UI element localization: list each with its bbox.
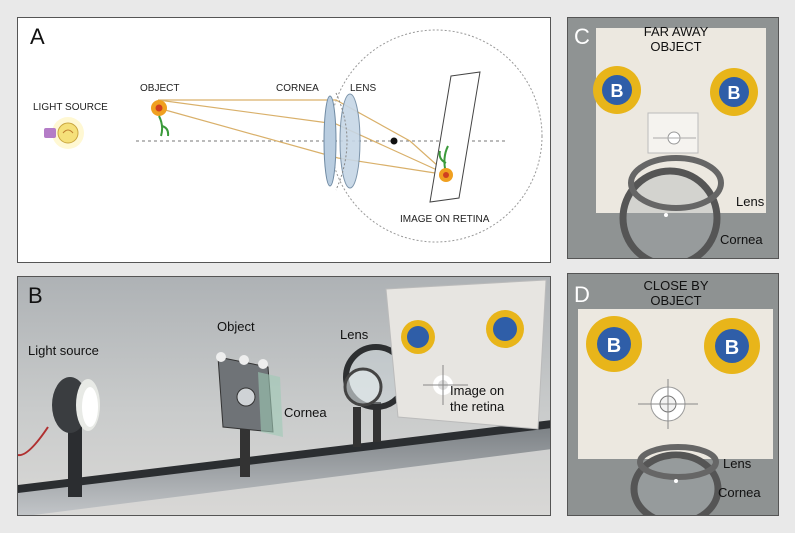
bench-setup-photo	[18, 277, 550, 515]
panel-c-title-line2: OBJECT	[650, 39, 702, 54]
panel-b-photo: B Light source Object Lens Cornea Image …	[17, 276, 551, 516]
light-bulb-icon	[44, 117, 84, 149]
image-label-line2: the retina	[450, 399, 505, 414]
object-holder	[216, 352, 283, 477]
panel-b-letter: B	[28, 283, 43, 308]
panel-d-title-line1: CLOSE BY	[643, 278, 709, 293]
label-light-source-photo: Light source	[28, 343, 99, 358]
object-flower	[151, 100, 170, 137]
ray-top	[158, 99, 449, 176]
image-label-line1: Image on	[450, 383, 505, 398]
label-image-on-retina: IMAGE ON RETINA	[400, 214, 490, 225]
label-object-photo: Object	[217, 319, 255, 334]
panel-c-title: FAR AWAY OBJECT	[616, 24, 736, 54]
svg-text:B: B	[728, 83, 741, 103]
lens-ring-c	[628, 155, 724, 211]
label-light-source: LIGHT SOURCE	[33, 102, 108, 113]
ray-bottom	[157, 107, 449, 176]
far-object-photo: B B	[568, 18, 778, 258]
label-lens-c: Lens	[736, 194, 765, 209]
svg-text:B: B	[725, 337, 739, 359]
panel-a-diagram: A	[17, 17, 551, 263]
panel-c-title-line1: FAR AWAY	[643, 24, 709, 39]
retina-screen	[385, 279, 547, 430]
panel-c-far-object: B B C FAR AWAY OBJECT Lens Cornea	[567, 17, 779, 259]
optical-rail	[18, 427, 550, 515]
label-lens-d: Lens	[723, 456, 752, 471]
cornea-ring-c	[619, 167, 721, 258]
panel-d-close-object: B B D CLOSE BY OBJECT Lens Cornea	[567, 273, 779, 516]
retina-plane	[429, 71, 481, 203]
light-source-device	[18, 377, 100, 497]
panel-d-letter: D	[574, 282, 590, 307]
label-cornea-d: Cornea	[718, 485, 761, 500]
label-image-on-retina-photo: Image on the retina	[450, 383, 504, 415]
label-cornea-photo: Cornea	[284, 405, 327, 420]
cornea-ring-d	[630, 451, 722, 515]
label-lens-photo: Lens	[340, 327, 369, 342]
panel-d-title-line2: OBJECT	[650, 293, 702, 308]
label-lens: LENS	[350, 83, 377, 94]
label-object: OBJECT	[140, 83, 180, 94]
close-object-photo: B B	[568, 274, 778, 515]
panel-c-letter: C	[574, 24, 590, 49]
cornea-shape	[323, 95, 337, 187]
panel-a-letter: A	[30, 24, 45, 49]
inverted-flower-image	[438, 145, 453, 182]
nodal-point	[390, 137, 398, 145]
lens-shape	[339, 93, 361, 189]
eye-optics-diagram	[44, 29, 543, 243]
label-cornea: CORNEA	[276, 83, 319, 94]
lens-ring-d	[637, 444, 719, 480]
svg-text:B: B	[607, 335, 621, 357]
panel-d-title: CLOSE BY OBJECT	[616, 278, 736, 308]
svg-text:B: B	[611, 81, 624, 101]
label-cornea-c: Cornea	[720, 232, 763, 247]
